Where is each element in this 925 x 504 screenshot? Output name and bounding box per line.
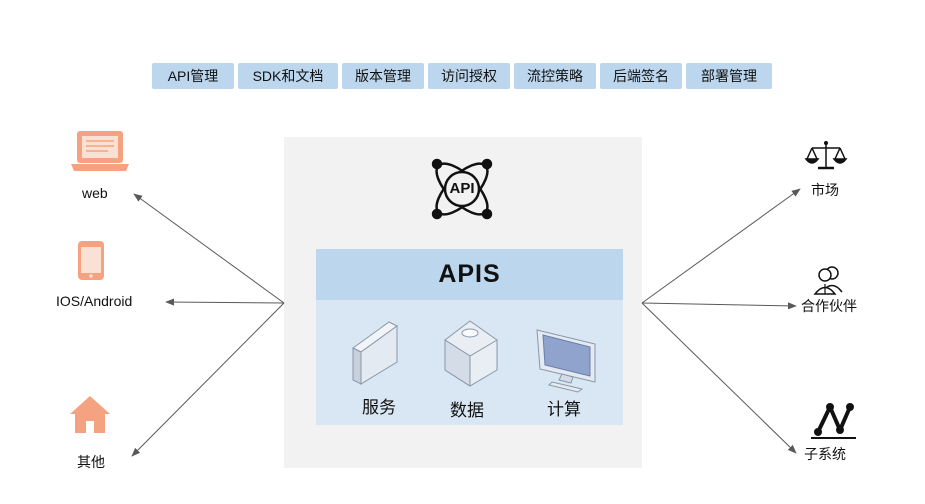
server-block-icon	[352, 321, 398, 385]
component-data-label: 数据	[450, 401, 484, 420]
tag-version-management: 版本管理	[342, 63, 424, 89]
feature-tags: API管理 SDK和文档 版本管理 访问授权 流控策略 后端签名 部署管理	[152, 63, 776, 89]
target-partners-label: 合作伙伴	[801, 298, 857, 314]
client-other-label: 其他	[77, 454, 105, 470]
target-subsystems-label: 子系统	[804, 446, 846, 462]
tag-flow-control: 流控策略	[514, 63, 596, 89]
tag-access-authorization: 访问授权	[428, 63, 510, 89]
atom-api-icon	[431, 158, 493, 220]
component-compute-label: 计算	[547, 400, 581, 419]
tag-api-management: API管理	[152, 63, 234, 89]
api-logo-text: API	[449, 180, 475, 197]
network-icon	[811, 403, 856, 439]
arrow-to-subsystems	[641, 302, 797, 454]
people-icon	[813, 266, 843, 295]
client-web-label: web	[82, 185, 108, 201]
arrow-to-other	[131, 302, 285, 457]
scales-icon	[804, 141, 848, 170]
tag-deployment: 部署管理	[686, 63, 772, 89]
monitor-icon	[536, 329, 596, 393]
component-service-label: 服务	[362, 398, 396, 417]
client-mobile-label: IOS/Android	[56, 293, 133, 309]
phone-icon	[78, 241, 104, 280]
arrow-to-web	[133, 193, 285, 304]
database-cylinder-icon	[444, 320, 498, 387]
target-market-label: 市场	[811, 182, 839, 198]
apis-title: APIS	[316, 249, 623, 300]
house-icon	[70, 396, 110, 433]
arrow-to-partners	[641, 302, 797, 310]
arrow-to-ios-android	[165, 298, 285, 306]
arrow-to-market	[641, 188, 801, 304]
tag-backend-signature: 后端签名	[600, 63, 682, 89]
tag-sdk-docs: SDK和文档	[238, 63, 338, 89]
laptop-icon	[71, 131, 129, 171]
